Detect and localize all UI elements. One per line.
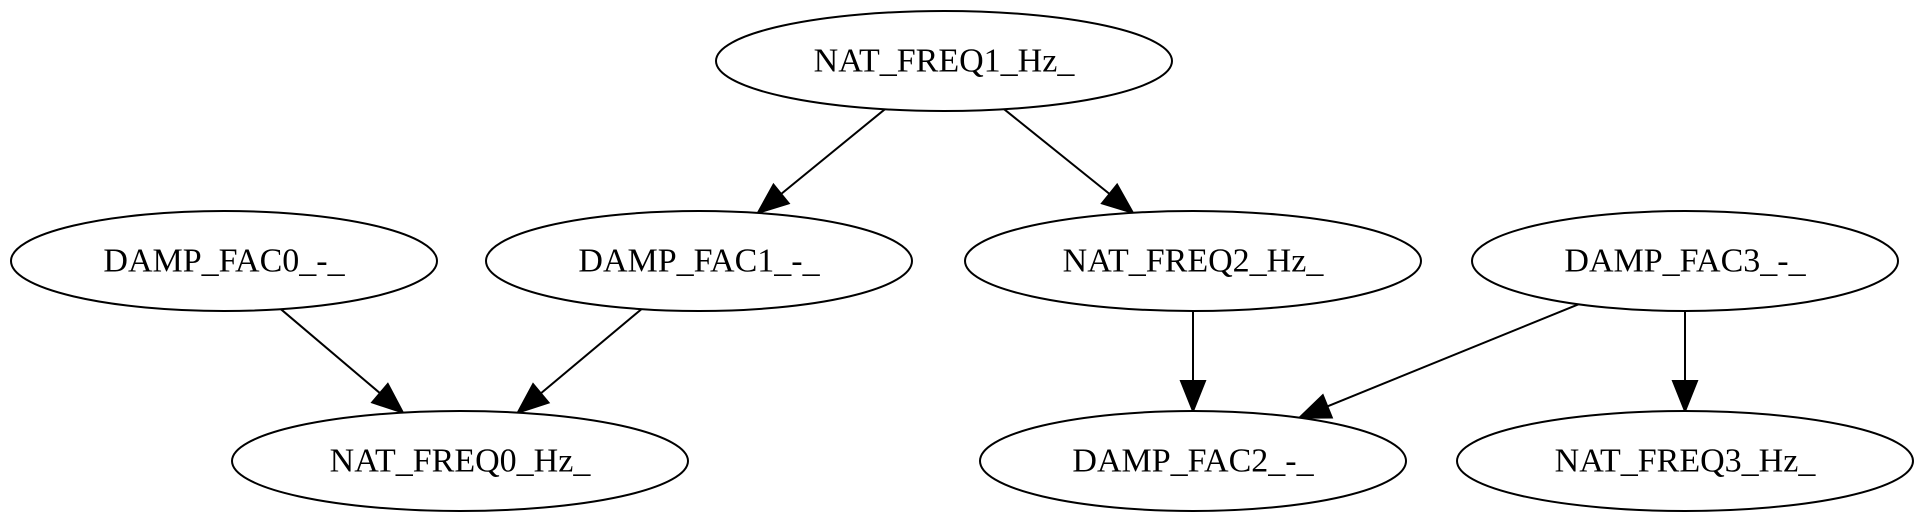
edge-nat_freq1-to-damp_fac1 — [755, 108, 886, 215]
edge-damp_fac3-to-damp_fac2 — [1297, 303, 1579, 419]
node-label: DAMP_FAC0_-_ — [103, 243, 345, 280]
edge-line — [780, 108, 886, 195]
edge-damp_fac3-to-nat_freq3 — [1671, 311, 1699, 414]
node-ellipse — [1456, 410, 1914, 512]
edge-line — [280, 308, 381, 394]
edge-line — [540, 308, 643, 395]
node-damp-fac2: DAMP_FAC2_-_ — [979, 410, 1407, 512]
node-label: DAMP_FAC3_-_ — [1564, 243, 1806, 280]
node-label: NAT_FREQ2_Hz_ — [1063, 243, 1325, 280]
node-ellipse — [1471, 210, 1899, 312]
node-nat-freq1: NAT_FREQ1_Hz_ — [715, 10, 1173, 112]
edge-line — [1003, 108, 1111, 195]
node-ellipse — [715, 10, 1173, 112]
node-damp-fac1: DAMP_FAC1_-_ — [485, 210, 913, 312]
node-ellipse — [231, 410, 689, 512]
arrowhead-icon — [1179, 380, 1207, 414]
edge-nat_freq1-to-nat_freq2 — [1003, 108, 1135, 215]
arrowhead-icon — [1671, 380, 1699, 414]
edge-nat_freq2-to-damp_fac2 — [1179, 311, 1207, 414]
node-label: NAT_FREQ1_Hz_ — [814, 43, 1076, 80]
arrowhead-icon — [515, 382, 551, 415]
nodes-layer: NAT_FREQ1_Hz_ DAMP_FAC0_-_ DAMP_FAC1_-_ NAT… — [10, 10, 1914, 512]
edge-damp_fac1-to-nat_freq0 — [515, 308, 643, 415]
arrowhead-icon — [1297, 393, 1334, 419]
arrowhead-icon — [370, 382, 405, 415]
node-nat-freq2: NAT_FREQ2_Hz_ — [964, 210, 1422, 312]
node-label: DAMP_FAC1_-_ — [578, 243, 820, 280]
edge-damp_fac0-to-nat_freq0 — [280, 308, 405, 415]
node-damp-fac0: DAMP_FAC0_-_ — [10, 210, 438, 312]
node-nat-freq0: NAT_FREQ0_Hz_ — [231, 410, 689, 512]
arrowhead-icon — [1100, 182, 1135, 215]
node-ellipse — [964, 210, 1422, 312]
node-label: DAMP_FAC2_-_ — [1072, 443, 1314, 480]
node-label: NAT_FREQ3_Hz_ — [1555, 443, 1817, 480]
node-ellipse — [10, 210, 438, 312]
node-damp-fac3: DAMP_FAC3_-_ — [1471, 210, 1899, 312]
node-ellipse — [979, 410, 1407, 512]
arrowhead-icon — [755, 182, 791, 215]
node-nat-freq3: NAT_FREQ3_Hz_ — [1456, 410, 1914, 512]
node-label: NAT_FREQ0_Hz_ — [330, 443, 592, 480]
edges-layer — [280, 108, 1699, 419]
node-ellipse — [485, 210, 913, 312]
edge-line — [1326, 303, 1579, 408]
